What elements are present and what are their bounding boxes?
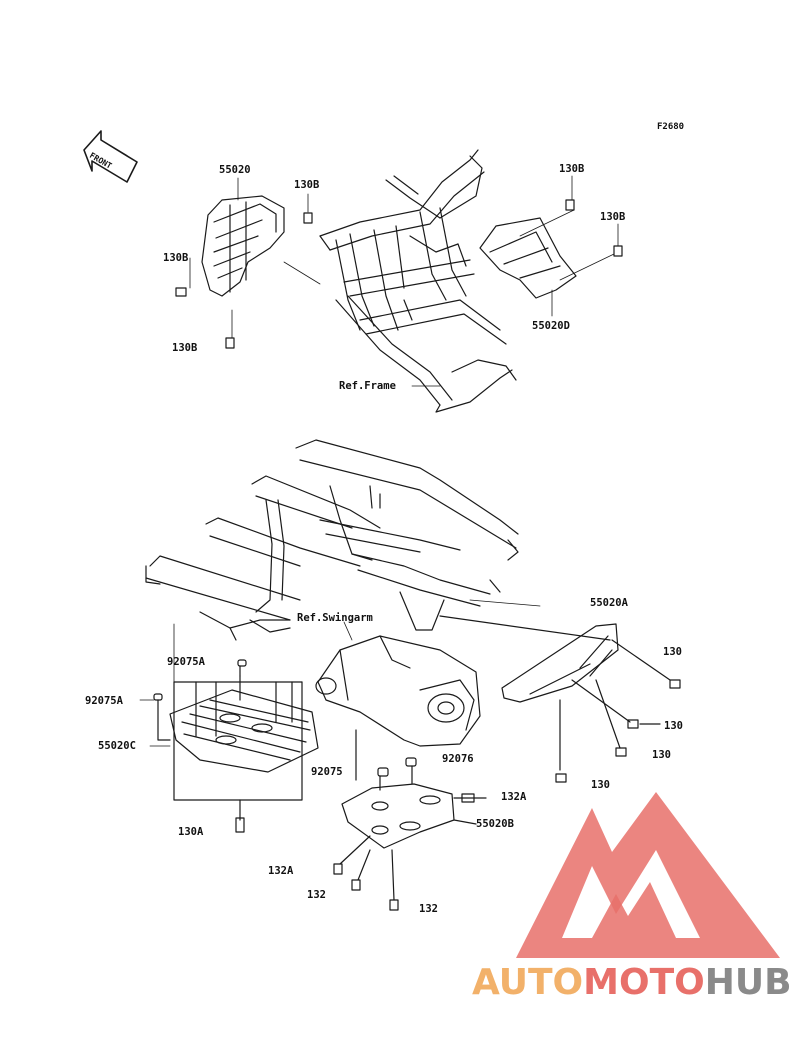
skid-plate-55020a: [439, 615, 681, 783]
label-130b-right: 130B: [600, 211, 626, 223]
label-92075a-left: 92075A: [85, 695, 123, 707]
label-55020b: 55020B: [476, 818, 514, 830]
skid-plate-55020b: [333, 729, 487, 911]
label-130-right-top: 130: [663, 646, 682, 658]
bolt-130b: [175, 199, 623, 349]
front-guard-55020: [201, 195, 285, 297]
label-130-right-c: 130: [591, 779, 610, 791]
label-130b-right-top: 130B: [559, 163, 585, 175]
label-132a-left: 132A: [268, 865, 294, 877]
skid-plate-55020d: [479, 217, 577, 299]
front-arrow-icon: [83, 130, 138, 183]
automotohub-logo-icon: [516, 792, 780, 958]
figure-code: F2680: [657, 122, 685, 132]
label-130-right-a: 130: [664, 720, 683, 732]
watermark-hub: HUB: [704, 962, 792, 1003]
label-55020d: 55020D: [532, 320, 570, 332]
label-132a-right: 132A: [501, 791, 527, 803]
frame-bottom: [145, 439, 519, 641]
swingarm-housing: [315, 635, 481, 747]
watermark-wordmark: AUTOMOTOHUB: [472, 963, 800, 1003]
label-55020: 55020: [219, 164, 251, 176]
label-130-right-b: 130: [652, 749, 671, 761]
label-92075a-top: 92075A: [167, 656, 205, 668]
label-92075: 92075: [311, 766, 343, 778]
label-130b-left: 130B: [163, 252, 189, 264]
label-132-left: 132: [307, 889, 326, 901]
label-ref-frame: Ref.Frame: [339, 380, 396, 392]
label-130b-top: 130B: [294, 179, 320, 191]
label-55020a: 55020A: [590, 597, 628, 609]
label-132-right: 132: [419, 903, 438, 915]
label-130b-bottom: 130B: [172, 342, 198, 354]
watermark-moto: MOTO: [583, 962, 705, 1003]
watermark-auto: AUTO: [472, 962, 584, 1003]
label-ref-swingarm: Ref.Swingarm: [297, 612, 373, 624]
label-55020c: 55020C: [98, 740, 136, 752]
frame: [319, 149, 517, 413]
skid-plate-55020c: [153, 659, 319, 833]
label-130a: 130A: [178, 826, 204, 838]
label-92076: 92076: [442, 753, 474, 765]
